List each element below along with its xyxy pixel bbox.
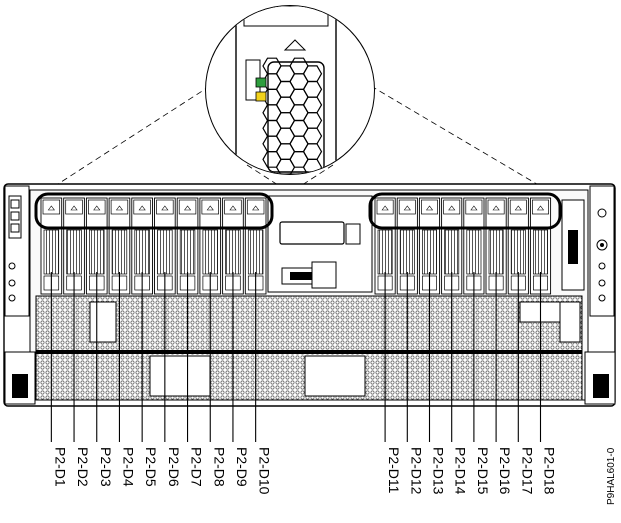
drive-bay-p2-d11[interactable] <box>374 197 396 295</box>
bay-label-p2-d15: P2-D15 <box>475 447 491 495</box>
drive-bay-p2-d15[interactable] <box>463 197 485 295</box>
bay-label-p2-d2: P2-D2 <box>75 447 91 487</box>
bay-label-p2-d11: P2-D11 <box>386 447 402 494</box>
bay-label-p2-d9: P2-D9 <box>234 447 250 487</box>
fault-led <box>255 91 267 102</box>
operator-panel <box>267 195 373 293</box>
drive-bay-p2-d4[interactable] <box>108 197 131 295</box>
activity-led <box>255 77 267 88</box>
bay-label-p2-d7: P2-D7 <box>189 447 205 487</box>
bay-callouts: P2-D1 P2-D2 P2-D3 P2-D4 P2-D5 P2-D6 P2-D7 P2-D8… <box>50 272 558 495</box>
bay-group-outline-left <box>34 192 274 230</box>
side-panel <box>561 199 585 291</box>
drive-bay-p2-d17[interactable] <box>507 197 529 295</box>
bay-label-p2-d12: P2-D12 <box>408 447 424 495</box>
bay-label-p2-d10: P2-D10 <box>257 447 273 495</box>
bay-label-p2-d3: P2-D3 <box>98 447 114 487</box>
bay-label-p2-d6: P2-D6 <box>166 447 182 487</box>
drive-handle-mesh <box>262 57 323 174</box>
drive-bay-p2-d13[interactable] <box>418 197 441 295</box>
drive-bay-p2-d16[interactable] <box>485 197 507 295</box>
lower-vent-area <box>35 295 583 401</box>
drive-bay-p2-d2[interactable] <box>63 197 85 295</box>
bay-label-p2-d4: P2-D4 <box>120 447 136 487</box>
bay-label-p2-d8: P2-D8 <box>211 447 227 487</box>
left-rack-ear <box>4 185 36 405</box>
bay-label-p2-d16: P2-D16 <box>497 447 513 495</box>
drive-bay-p2-d10[interactable] <box>244 197 267 295</box>
drive-bay-p2-d18[interactable] <box>529 197 552 295</box>
bay-group-outline-right <box>368 192 562 230</box>
drive-bay-p2-d5[interactable] <box>131 197 153 295</box>
drive-bay-p2-d14[interactable] <box>441 197 463 295</box>
bay-label-p2-d18: P2-D18 <box>542 447 558 495</box>
drive-bay-p2-d9[interactable] <box>222 197 244 295</box>
bay-label-p2-d14: P2-D14 <box>453 447 469 495</box>
figure-id: P9HAL601-0 <box>606 447 617 505</box>
drive-bay-p2-d7[interactable] <box>176 197 199 295</box>
bay-label-p2-d13: P2-D13 <box>431 447 447 495</box>
bay-label-p2-d17: P2-D17 <box>519 447 535 495</box>
drive-bay-p2-d1[interactable] <box>40 197 63 295</box>
bay-label-p2-d5: P2-D5 <box>143 447 159 487</box>
bay-label-p2-d1: P2-D1 <box>52 447 68 487</box>
hex-cell <box>302 158 323 174</box>
drive-zoom-callout <box>205 5 375 175</box>
right-rack-ear <box>584 185 616 405</box>
